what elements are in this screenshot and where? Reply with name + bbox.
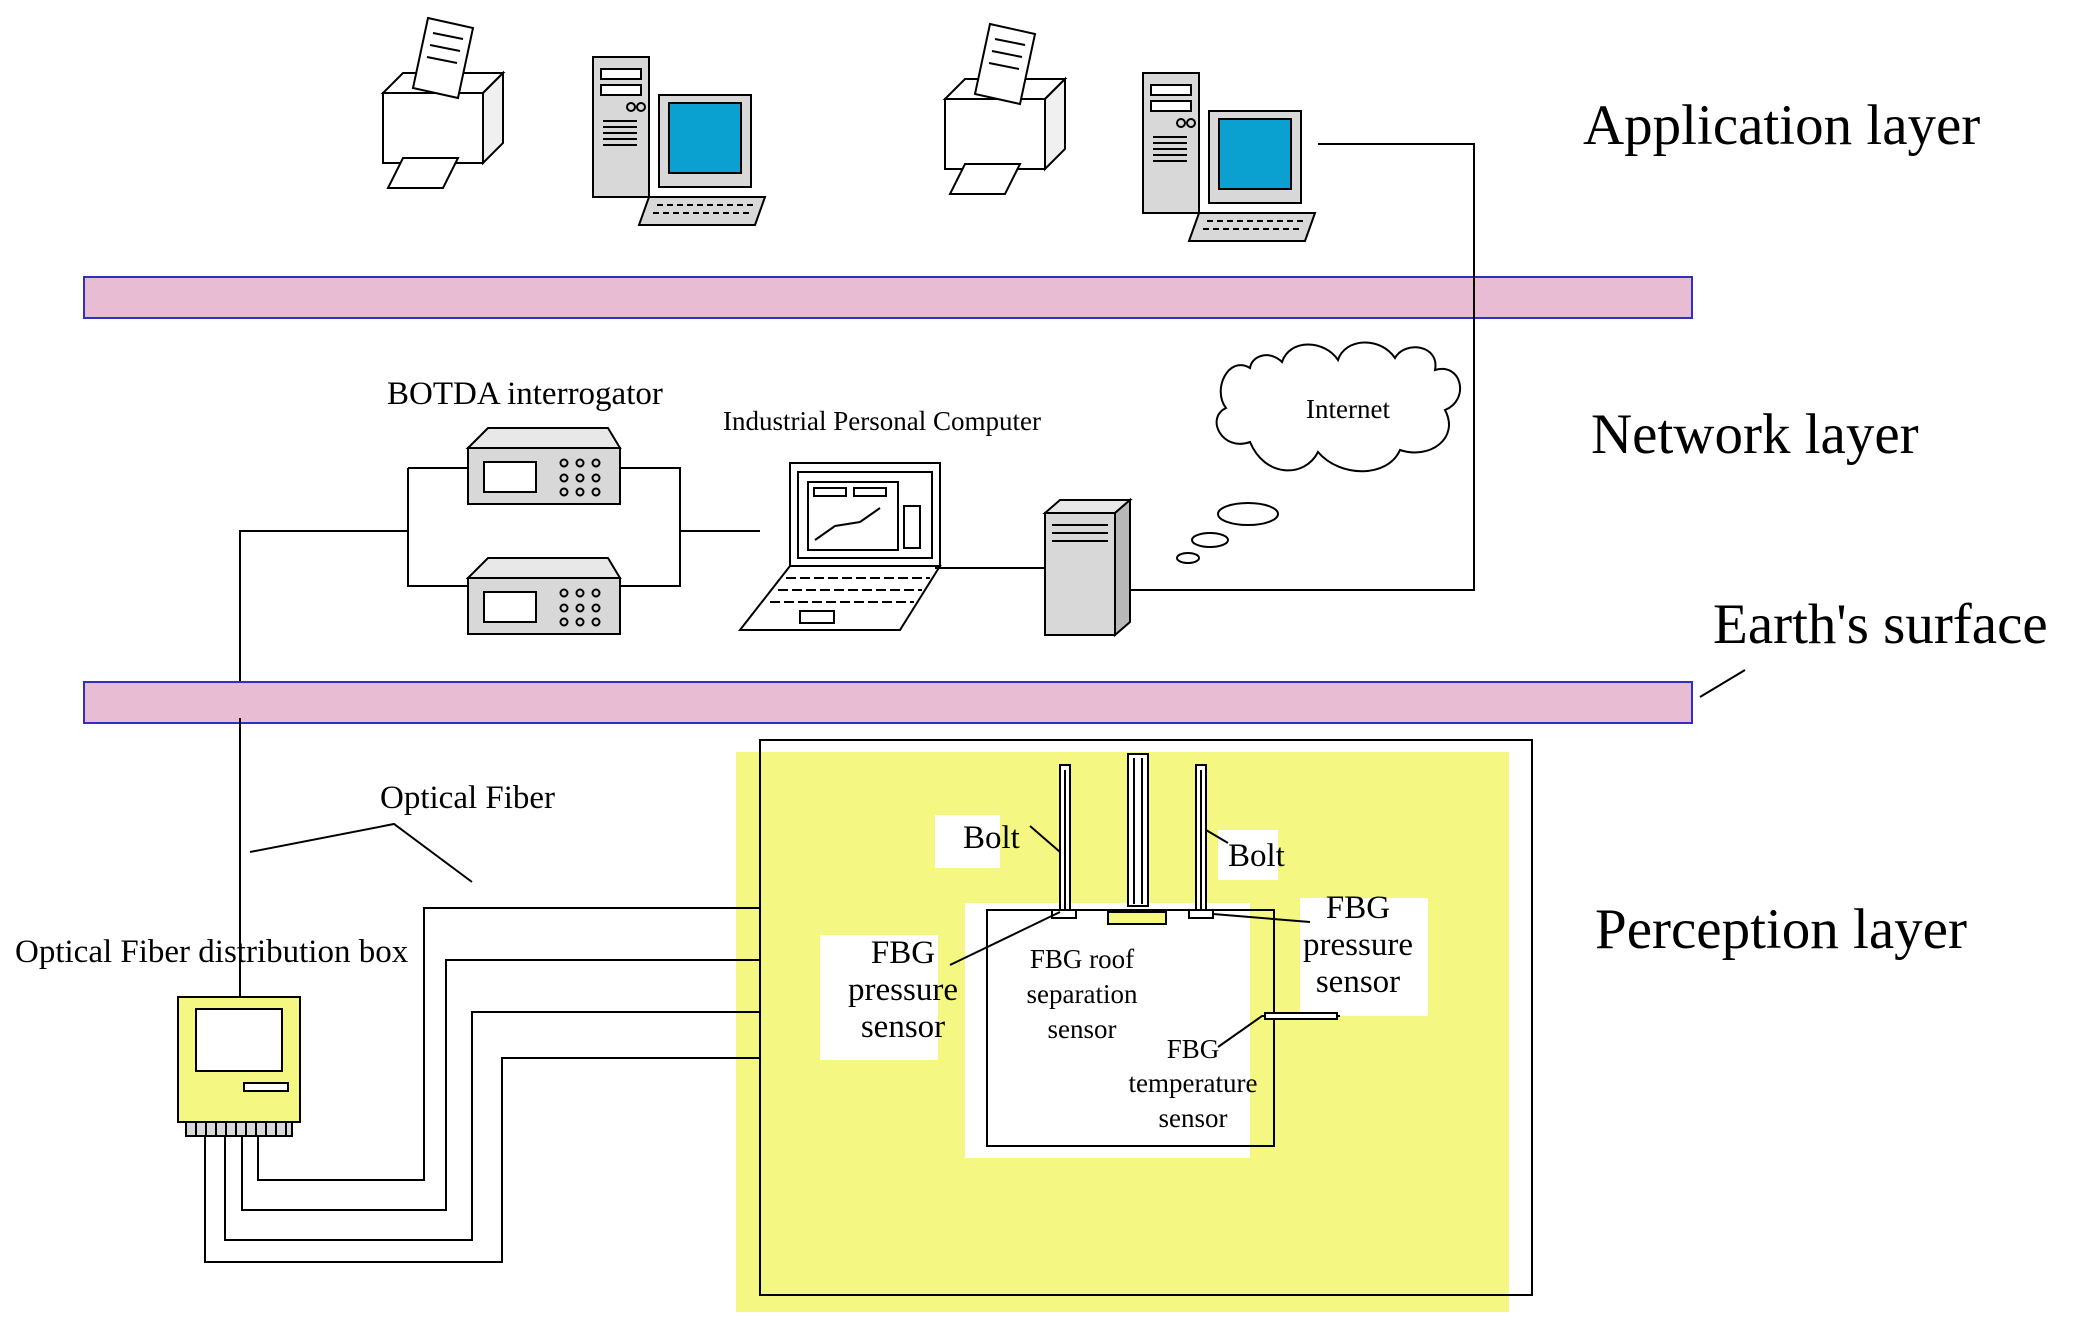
bolt-left-leader: [1029, 825, 1061, 853]
fbg-roof-line2: separation: [1027, 979, 1138, 1009]
optical-fiber-line: [224, 1011, 760, 1241]
wiring-line: [407, 468, 468, 587]
fbg-roof-line1: FBG roof: [1030, 944, 1134, 974]
application-layer-label: Application layer: [1583, 94, 1980, 157]
perception-layer-label: Perception layer: [1595, 898, 1967, 961]
application-network-band: [83, 276, 1693, 319]
fbg-pressure-left-bg: [820, 935, 938, 1060]
internet-label: Internet: [1306, 394, 1390, 424]
network-layer-label: Network layer: [1591, 403, 1919, 466]
fbg-pressure-right-line3: sensor: [1316, 964, 1400, 1000]
bolt-right-label-bg: [1218, 830, 1278, 880]
botda-label: BOTDA interrogator: [387, 376, 663, 412]
bolt-left-label: Bolt: [963, 820, 1020, 856]
internet-link-line: [1128, 143, 1475, 591]
workstation-icon: [1142, 72, 1316, 242]
fbg-temperature-sensor-icon: [1264, 1012, 1338, 1020]
workstation-icon: [592, 56, 766, 226]
fbg-pressure-left-leader: [949, 911, 1061, 966]
bolt-right-label: Bolt: [1228, 838, 1285, 874]
fbg-temperature-line3: sensor: [1159, 1103, 1228, 1133]
optical-fiber-line: [241, 959, 760, 1211]
optical-fiber-label: Optical Fiber: [380, 780, 555, 816]
botda-interrogator-icon: [467, 557, 621, 635]
printer-icon: [382, 17, 504, 189]
fbg-pressure-right-line2: pressure: [1303, 927, 1413, 963]
earth-surface-band: [83, 681, 1693, 724]
earth-surface-leader: [1699, 669, 1746, 698]
distribution-box-icon: [177, 996, 301, 1137]
bolt-right-icon: [1188, 764, 1214, 919]
fbg-pressure-left-line3: sensor: [861, 1009, 945, 1045]
fbg-pressure-left-line1: FBG: [871, 935, 935, 971]
server-icon: [1042, 497, 1133, 638]
fbg-pressure-right-line1: FBG: [1326, 890, 1390, 926]
ipc-label: Industrial Personal Computer: [723, 406, 1041, 436]
internet-cloud-icon: [1176, 341, 1462, 564]
bolt-left-label-bg: [935, 815, 1000, 868]
industrial-pc-icon: [737, 462, 942, 631]
botda-interrogator-icon: [467, 427, 621, 505]
optical-fiber-line: [257, 907, 760, 1181]
wiring-line: [620, 467, 681, 587]
optical-fiber-line: [239, 530, 408, 718]
fbg-roof-line3: sensor: [1048, 1014, 1117, 1044]
fbg-temperature-line2: temperature: [1129, 1068, 1258, 1098]
tunnel-area: [965, 903, 1250, 1158]
fbg-pressure-right-leader: [1212, 913, 1311, 923]
bolt-right-leader: [1205, 829, 1229, 844]
printer-icon: [944, 23, 1066, 195]
fbg-pressure-right-bg: [1300, 898, 1428, 1016]
optical-fiber-leader: [249, 822, 473, 883]
bolt-center-icon: [1107, 753, 1167, 925]
mine-boundary: [759, 739, 1533, 1296]
fbg-temperature-line1: FBG: [1167, 1034, 1220, 1064]
tunnel-outline: [986, 909, 1275, 1147]
bolt-left-icon: [1051, 764, 1077, 919]
optical-fiber-line: [204, 1057, 760, 1263]
earth-surface-label: Earth's surface: [1713, 593, 2048, 656]
distribution-box-label: Optical Fiber distribution box: [15, 934, 409, 970]
fbg-pressure-left-line2: pressure: [848, 972, 958, 1008]
